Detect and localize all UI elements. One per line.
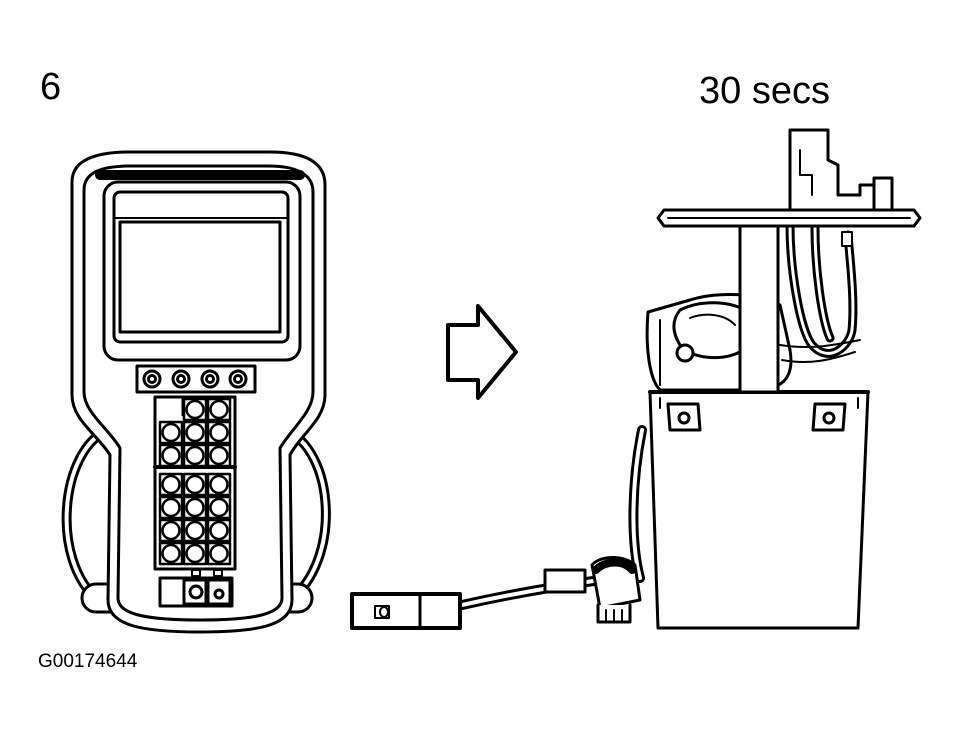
keypad-key-circle (161, 497, 181, 518)
keypad-key-circle (185, 474, 205, 495)
keypad-key-circle (161, 520, 181, 541)
keypad-key-circle (161, 543, 181, 564)
keypad-key-circle (209, 497, 229, 518)
keypad-key-circle (185, 445, 205, 466)
keypad-key-circle (209, 474, 229, 495)
keypad-key-circle (185, 520, 205, 541)
keypad-key-circle (161, 422, 181, 443)
scan-tool-icon (61, 150, 331, 634)
right-arrow-icon (446, 304, 518, 400)
figure-id: G00174644 (38, 651, 138, 672)
electrical-connector-icon (350, 592, 462, 630)
keypad-key-circle (209, 399, 229, 420)
keypad-key-circle (161, 445, 181, 466)
fuel-pump-module-icon (457, 128, 922, 630)
keypad-key-circle (209, 422, 229, 443)
keypad-key-circle (185, 543, 205, 564)
keypad-key-circle (185, 497, 205, 518)
step-number: 6 (40, 66, 62, 108)
keypad-key-circle (185, 422, 205, 443)
keypad-key-circle (209, 543, 229, 564)
keypad-key-circle (209, 520, 229, 541)
keypad-key-circle (161, 474, 181, 495)
duration-label: 30 secs (699, 70, 830, 112)
keypad-key-circle (185, 399, 205, 420)
keypad-key-circle (209, 445, 229, 466)
